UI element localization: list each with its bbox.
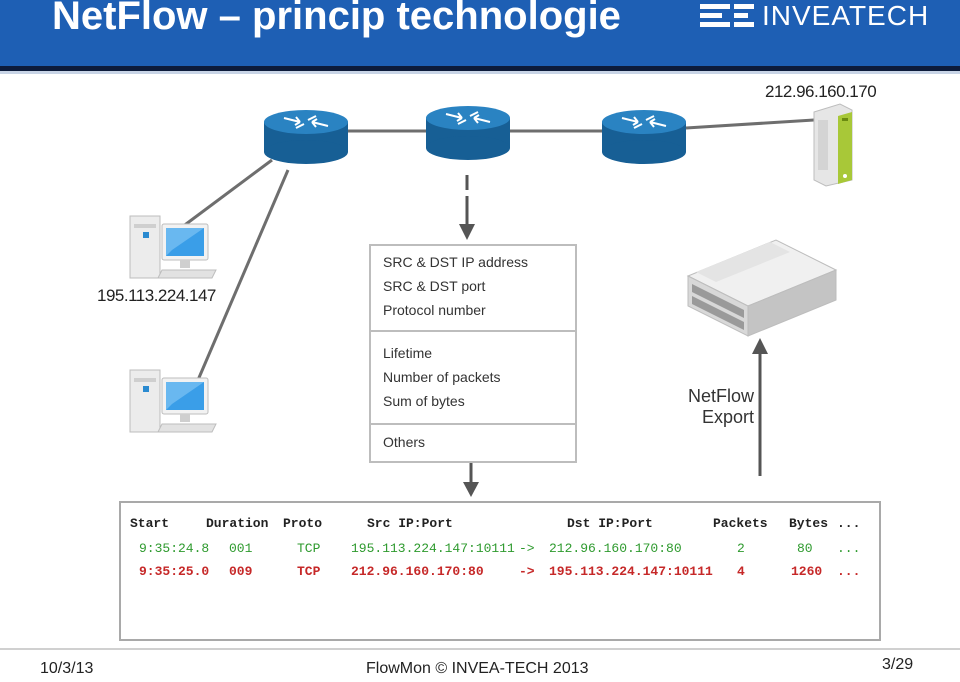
row1-arrow: -> — [519, 541, 535, 556]
col-header-duration: Duration — [206, 516, 269, 531]
netflow-export-line2: Export — [701, 407, 754, 427]
row1-packets: 2 — [737, 541, 745, 556]
invea-tech-logo-icon — [700, 4, 754, 27]
router-icon-3 — [602, 110, 686, 164]
record-field: Others — [383, 434, 426, 450]
row1-proto: TCP — [297, 541, 321, 556]
header-divider-light — [0, 71, 960, 74]
netflow-export-line1: NetFlow — [687, 386, 754, 406]
router-icon-2 — [426, 106, 510, 160]
record-to-table-arrow — [463, 460, 479, 497]
row2-dst: 195.113.224.147:10111 — [549, 564, 713, 579]
record-divider — [371, 330, 575, 332]
server-ip-label: 212.96.160.170 — [765, 82, 877, 101]
record-field: Number of packets — [383, 369, 501, 385]
record-divider — [371, 423, 575, 425]
row2-duration: 009 — [229, 564, 253, 579]
netflow-export-label: NetFlow Export — [680, 386, 754, 428]
row2-arrow: -> — [519, 564, 535, 579]
link-client1-router1 — [173, 158, 273, 235]
col-header-more: ... — [837, 516, 861, 531]
row2-packets: 4 — [737, 564, 745, 579]
col-header-src: Src IP:Port — [367, 516, 453, 531]
col-header-bytes: Bytes — [789, 516, 829, 531]
link-client2-router1 — [196, 169, 290, 381]
record-field: Protocol number — [383, 302, 486, 318]
record-field: Sum of bytes — [383, 393, 465, 409]
invea-tech-logo: INVEATECH — [700, 0, 940, 32]
col-header-proto: Proto — [283, 516, 323, 531]
record-field: Lifetime — [383, 345, 433, 361]
record-field: SRC & DST port — [383, 278, 486, 294]
header-divider — [0, 66, 960, 71]
row1-start: 9:35:24.8 — [139, 541, 210, 556]
web-server-icon — [813, 103, 853, 187]
logo-text: INVEATECH — [762, 0, 930, 31]
router-icon-1 — [264, 110, 348, 164]
footer-copyright: FlowMon © INVEA-TECH 2013 — [366, 660, 589, 677]
row2-src: 212.96.160.170:80 — [351, 564, 484, 579]
col-header-start: Start — [130, 516, 170, 531]
client-computer-icon-1 — [129, 215, 217, 279]
row2-more: ... — [837, 564, 861, 579]
row1-src: 195.113.224.147:10111 — [351, 541, 515, 556]
row2-bytes: 1260 — [791, 564, 823, 579]
row1-bytes: 80 — [797, 541, 813, 556]
row1-duration: 001 — [229, 541, 253, 556]
client-computer-icon-2 — [129, 369, 217, 433]
slide-title: NetFlow – princip technologie — [52, 0, 621, 38]
footer-date: 10/3/13 — [40, 660, 94, 677]
page-number: 3/29 — [882, 656, 914, 673]
row2-start: 9:35:25.0 — [139, 564, 210, 579]
footer-divider — [0, 648, 960, 650]
collector-server-icon — [686, 239, 838, 337]
flow-table: Start Duration Proto Src IP:Port Dst IP:… — [119, 501, 881, 641]
netflow-export-arrow — [752, 338, 768, 476]
link-router3-server — [685, 118, 815, 130]
col-header-packets: Packets — [713, 516, 768, 531]
flow-record-box: SRC & DST IP address SRC & DST port Prot… — [369, 244, 577, 463]
record-field: SRC & DST IP address — [383, 254, 528, 270]
row1-more: ... — [837, 541, 861, 556]
client-ip-label: 195.113.224.147 — [97, 286, 216, 305]
col-header-dst: Dst IP:Port — [567, 516, 653, 531]
title-bar: NetFlow – princip technologie INVEATECH — [0, 0, 960, 66]
network-links — [173, 118, 815, 381]
row2-proto: TCP — [297, 564, 321, 579]
router-to-record-arrow — [459, 175, 475, 240]
row1-dst: 212.96.160.170:80 — [549, 541, 682, 556]
